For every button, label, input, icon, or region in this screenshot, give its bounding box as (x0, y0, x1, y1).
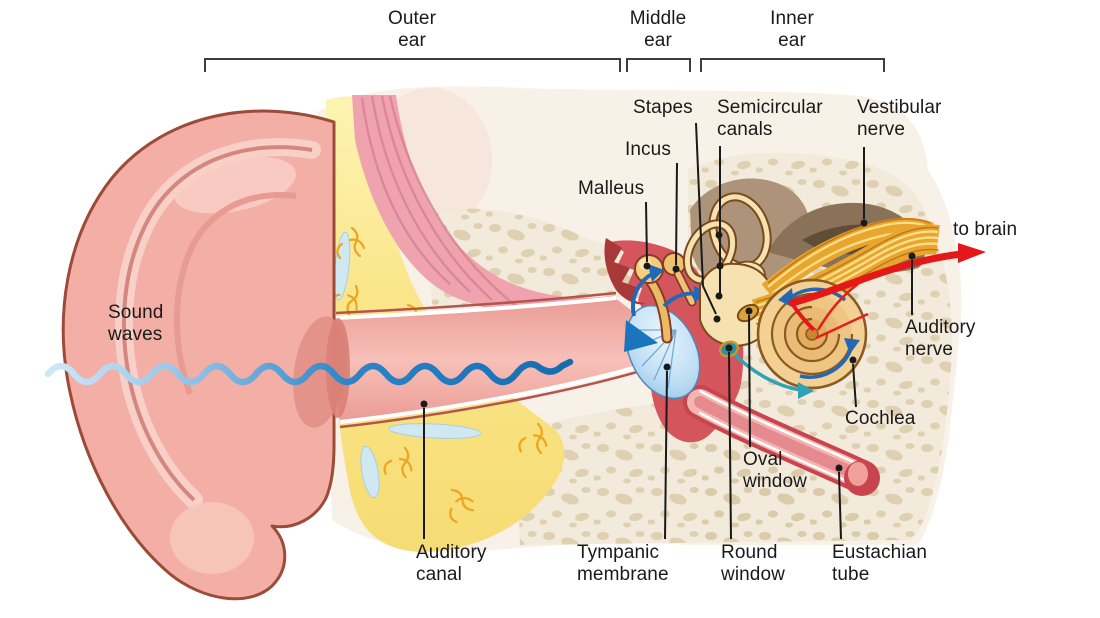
label-vestibular-nerve: Vestibular nerve (857, 97, 942, 140)
leader-lines (420, 122, 916, 540)
label-middle-ear: Middle ear (629, 8, 687, 51)
pinna (61, 109, 350, 601)
label-oval-window: Oval window (743, 449, 807, 492)
label-stapes: Stapes (633, 97, 693, 118)
muscle (352, 95, 614, 319)
inner-ear (682, 178, 986, 399)
round-window-flow-arrow (731, 351, 814, 399)
label-to-brain: to brain (953, 219, 1018, 240)
cochlear-nerve-fibres (815, 283, 869, 340)
label-malleus: Malleus (578, 178, 645, 199)
inner-ear-bracket (700, 58, 885, 72)
label-semicircular-canals: Semicircular canals (717, 97, 823, 140)
label-sound-waves: Sound waves (108, 302, 164, 345)
outer-ear-bracket (204, 58, 621, 72)
label-auditory-canal: Auditory canal (416, 542, 487, 585)
label-incus: Incus (625, 139, 671, 160)
label-tympanic-membrane: Tympanic membrane (577, 542, 669, 585)
label-cochlea: Cochlea (845, 408, 916, 429)
tympanic-membrane (625, 304, 701, 400)
label-outer-ear: Outer ear (387, 8, 437, 51)
label-auditory-nerve: Auditory nerve (905, 317, 976, 360)
middle-ear-bracket (626, 58, 691, 72)
sound-wave (44, 320, 658, 386)
label-eustachian-tube: Eustachian tube (832, 542, 928, 585)
region-brackets (204, 58, 885, 72)
label-inner-ear: Inner ear (770, 8, 814, 51)
label-round-window: Round window (721, 542, 785, 585)
to-brain-arrow (788, 243, 986, 332)
